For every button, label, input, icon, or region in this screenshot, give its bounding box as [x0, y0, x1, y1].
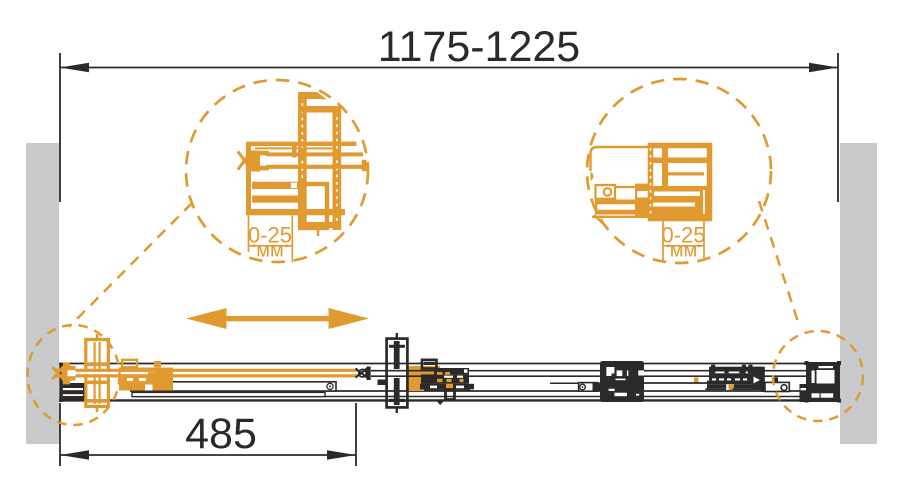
- svg-text:мм: мм: [256, 240, 284, 262]
- svg-text:1175-1225: 1175-1225: [378, 23, 580, 71]
- svg-text:0-25: 0-25: [661, 223, 705, 248]
- svg-text:мм: мм: [670, 240, 698, 262]
- svg-text:0-25: 0-25: [248, 223, 292, 248]
- svg-text:485: 485: [185, 410, 257, 458]
